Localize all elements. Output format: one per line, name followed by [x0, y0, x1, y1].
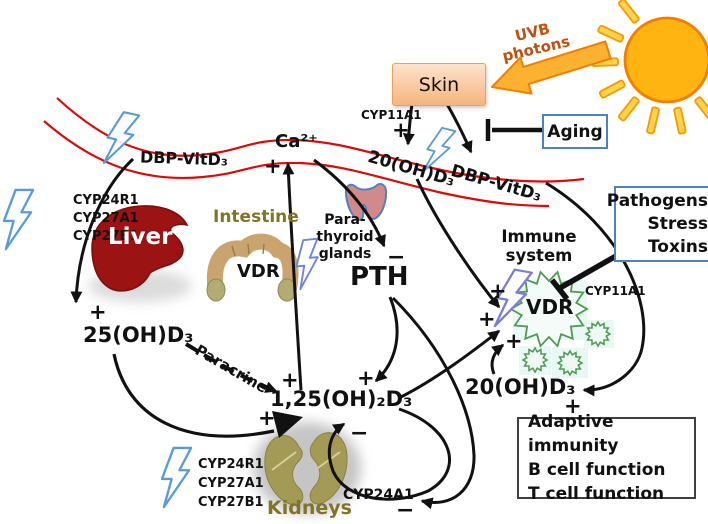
immune-cyp11a1-label: CYP11A1 [585, 284, 646, 298]
band-calcium-label: Ca²⁺ [275, 131, 318, 152]
liver-enzyme: CYP24R1 [73, 193, 139, 208]
band-dbp-vitd3-left-label: DBP-VitD₃ [139, 147, 229, 170]
immune-vdr-label: VDR [526, 295, 574, 319]
liver-enzyme: CYP27B1 [73, 229, 139, 244]
20ohd3-bottom-plus-sign: + [564, 394, 582, 418]
arrow-pth-to-125 [374, 296, 399, 383]
intestine-label: Intestine [213, 207, 299, 227]
intestine-vdr-label: VDR [237, 261, 280, 282]
25ohd3-label: 25(OH)D₃ [83, 323, 194, 347]
cyp24a1-label: CYP24A1 [343, 487, 414, 503]
kidneys-label: Kidneys [267, 497, 352, 519]
immune-cell-small [556, 349, 584, 377]
immune-plus-top: + [489, 279, 507, 303]
arrow-cyp24a1-feedback-loop [327, 407, 451, 501]
immune-plus-mid: + [478, 307, 496, 331]
arrow-dbp-to-25ohd3 [70, 157, 135, 304]
arrow-paracrine-dashed [184, 342, 278, 393]
adaptive-line: Adaptive immunity [528, 412, 619, 456]
arrow-20ohd3-band-to-immune [415, 178, 501, 309]
calcium-plus-sign: + [264, 154, 282, 178]
liver-label: Liver [108, 224, 173, 250]
arrow-calcium-to-pth [313, 158, 386, 248]
skin-cyp11a1-label: CYP11A1 [361, 108, 422, 122]
kidney-enzyme: CYP27B1 [198, 495, 264, 510]
immune-cell-small [521, 346, 549, 374]
inhibit-pathogens-vdr [549, 253, 618, 301]
inhibit-aging [485, 119, 542, 141]
aging-box: Aging [542, 114, 608, 149]
immune-system-label: Immune system [501, 227, 577, 265]
arrow-125-to-immune [398, 329, 501, 400]
pathway-arrows [70, 103, 646, 510]
lightning-icon [2, 188, 35, 251]
125ohd3-label: 1,25(OH)₂D₃ [270, 387, 413, 411]
125ohd3-plus-from-25: + [258, 406, 276, 430]
arrow-skin-to-20ohd3 [402, 103, 415, 146]
adaptive-line: T cell function [528, 484, 665, 504]
pathogens-line: Stress [647, 213, 708, 234]
immune-cell-small [584, 320, 612, 348]
arrow-skin-to-dbpvitd3 [445, 103, 473, 154]
sun-icon [591, 0, 708, 135]
blood-vessel-band [43, 97, 585, 208]
skin-box: Skin [392, 63, 486, 106]
arrowhead-kidneys-125 [272, 411, 303, 438]
liver-enzyme-list: CYP24R1 CYP27A1 CYP27B1 [73, 192, 139, 246]
cyp24a1-minus-sign: − [396, 498, 415, 523]
25ohd3-plus-sign: + [89, 300, 107, 324]
uvb-arrow-icon [491, 40, 612, 95]
arrow-intestine-to-calcium [282, 162, 303, 391]
parathyroid-label: Para- thyroid glands [316, 212, 374, 262]
adaptive-immunity-box: Adaptive immunity B cell function T cell… [517, 412, 696, 504]
kidney-enzyme-list: CYP24R1 CYP27A1 CYP27B1 [198, 455, 264, 512]
paracrine-plus-sign: + [281, 368, 299, 392]
skin-plus-sign: + [392, 118, 410, 142]
20ohd3-bottom-label: 20(OH)D₃ [465, 375, 576, 399]
kidney-enzyme: CYP24R1 [198, 457, 264, 472]
adaptive-line: B cell function [528, 460, 666, 480]
immune-plus-bottom: + [505, 329, 523, 353]
lightning-icon [160, 446, 193, 509]
pth-minus-sign: − [387, 245, 406, 270]
arrow-25ohd3-to-kidneys [112, 353, 275, 438]
liver-enzyme: CYP27A1 [73, 211, 139, 226]
kidney-enzyme: CYP27A1 [198, 476, 264, 491]
arrow-20ohd3-to-immune [490, 343, 505, 375]
125ohd3-plus-from-pth: + [357, 366, 375, 390]
pathogens-line: Pathogens [606, 190, 708, 211]
intestine-icon [202, 229, 303, 306]
skin-label: Skin [418, 73, 460, 96]
arrow-dbp-to-20ohd3-bottom [545, 181, 646, 397]
arrow-pth-to-cyp24a1 [391, 296, 476, 510]
parathyroid-icon [344, 183, 388, 221]
immune-cells [509, 270, 614, 378]
pathogens-box: Pathogens Stress Toxins [607, 186, 708, 262]
125ohd3-minus-sign: − [350, 421, 369, 446]
lightning-icon [101, 108, 141, 170]
aging-label: Aging [547, 121, 603, 142]
pth-label: PTH [350, 262, 409, 292]
liver-icon [91, 205, 189, 292]
pathogens-line: Toxins [647, 236, 708, 257]
